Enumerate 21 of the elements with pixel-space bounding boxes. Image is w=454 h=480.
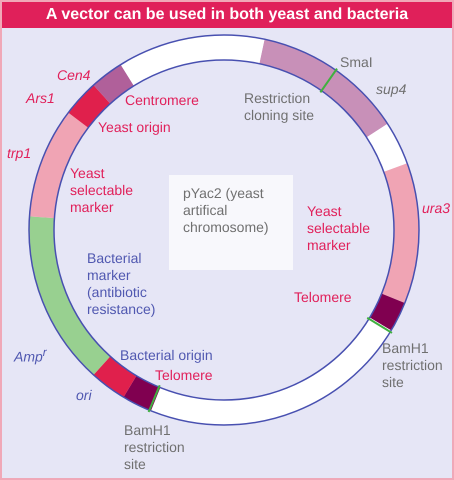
region-label: Centromere: [125, 92, 199, 109]
title: A vector can be used in both yeast and bacteria: [2, 2, 452, 28]
region-label: Restriction cloning site: [244, 90, 316, 124]
region-label: Telomere: [294, 289, 352, 306]
gene-label: ura3: [422, 200, 450, 217]
region-label: Yeast origin: [98, 119, 171, 136]
region-label: BamH1 restriction site: [382, 340, 444, 391]
region-label: Yeast selectable marker: [70, 165, 134, 216]
gene-label: trp1: [7, 145, 32, 162]
region-label: BamH1 restriction site: [124, 422, 186, 473]
region-label: SmaI: [340, 54, 373, 71]
region-label: Bacterial origin: [120, 347, 213, 364]
region-label: Yeast selectable marker: [307, 203, 372, 254]
gene-label: Amp$^{r}$: [14, 345, 47, 366]
region-label: Telomere: [155, 367, 213, 384]
region-label: Bacterial marker (antibiotic resistance): [87, 250, 156, 318]
gene-label: sup4: [376, 81, 406, 98]
gene-label: Ars1: [26, 90, 55, 107]
gene-label: Cen4: [57, 67, 90, 84]
gene-label: ori: [76, 387, 92, 404]
plasmid-name-box: pYac2 (yeast artifical chromosome): [169, 175, 293, 270]
